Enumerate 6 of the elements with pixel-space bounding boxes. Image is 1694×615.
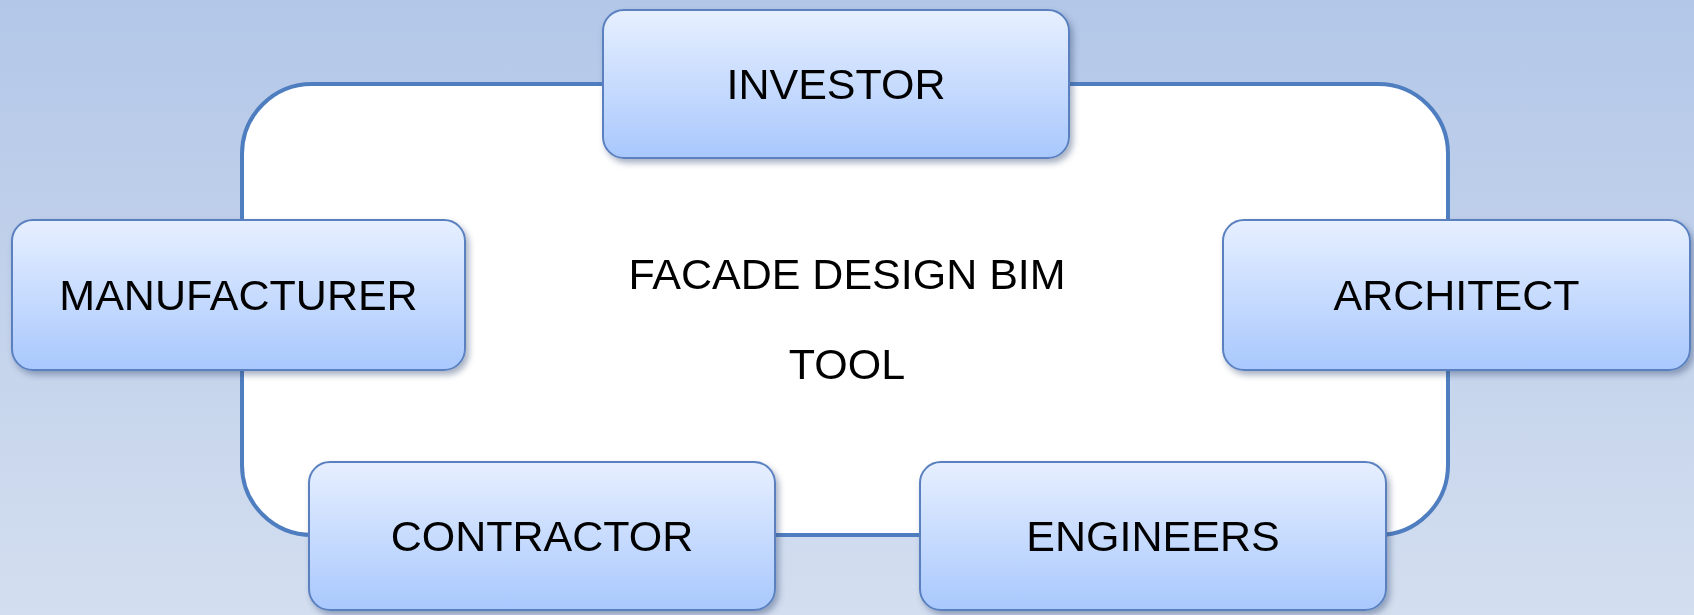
role-box: ARCHITECT xyxy=(1222,219,1691,371)
role-box: MANUFACTURER xyxy=(11,219,466,371)
role-box: CONTRACTOR xyxy=(308,461,776,611)
role-box: ENGINEERS xyxy=(919,461,1387,611)
role-box: INVESTOR xyxy=(602,9,1070,159)
panel-title: FACADE DESIGN BIM TOOL xyxy=(627,249,1067,390)
